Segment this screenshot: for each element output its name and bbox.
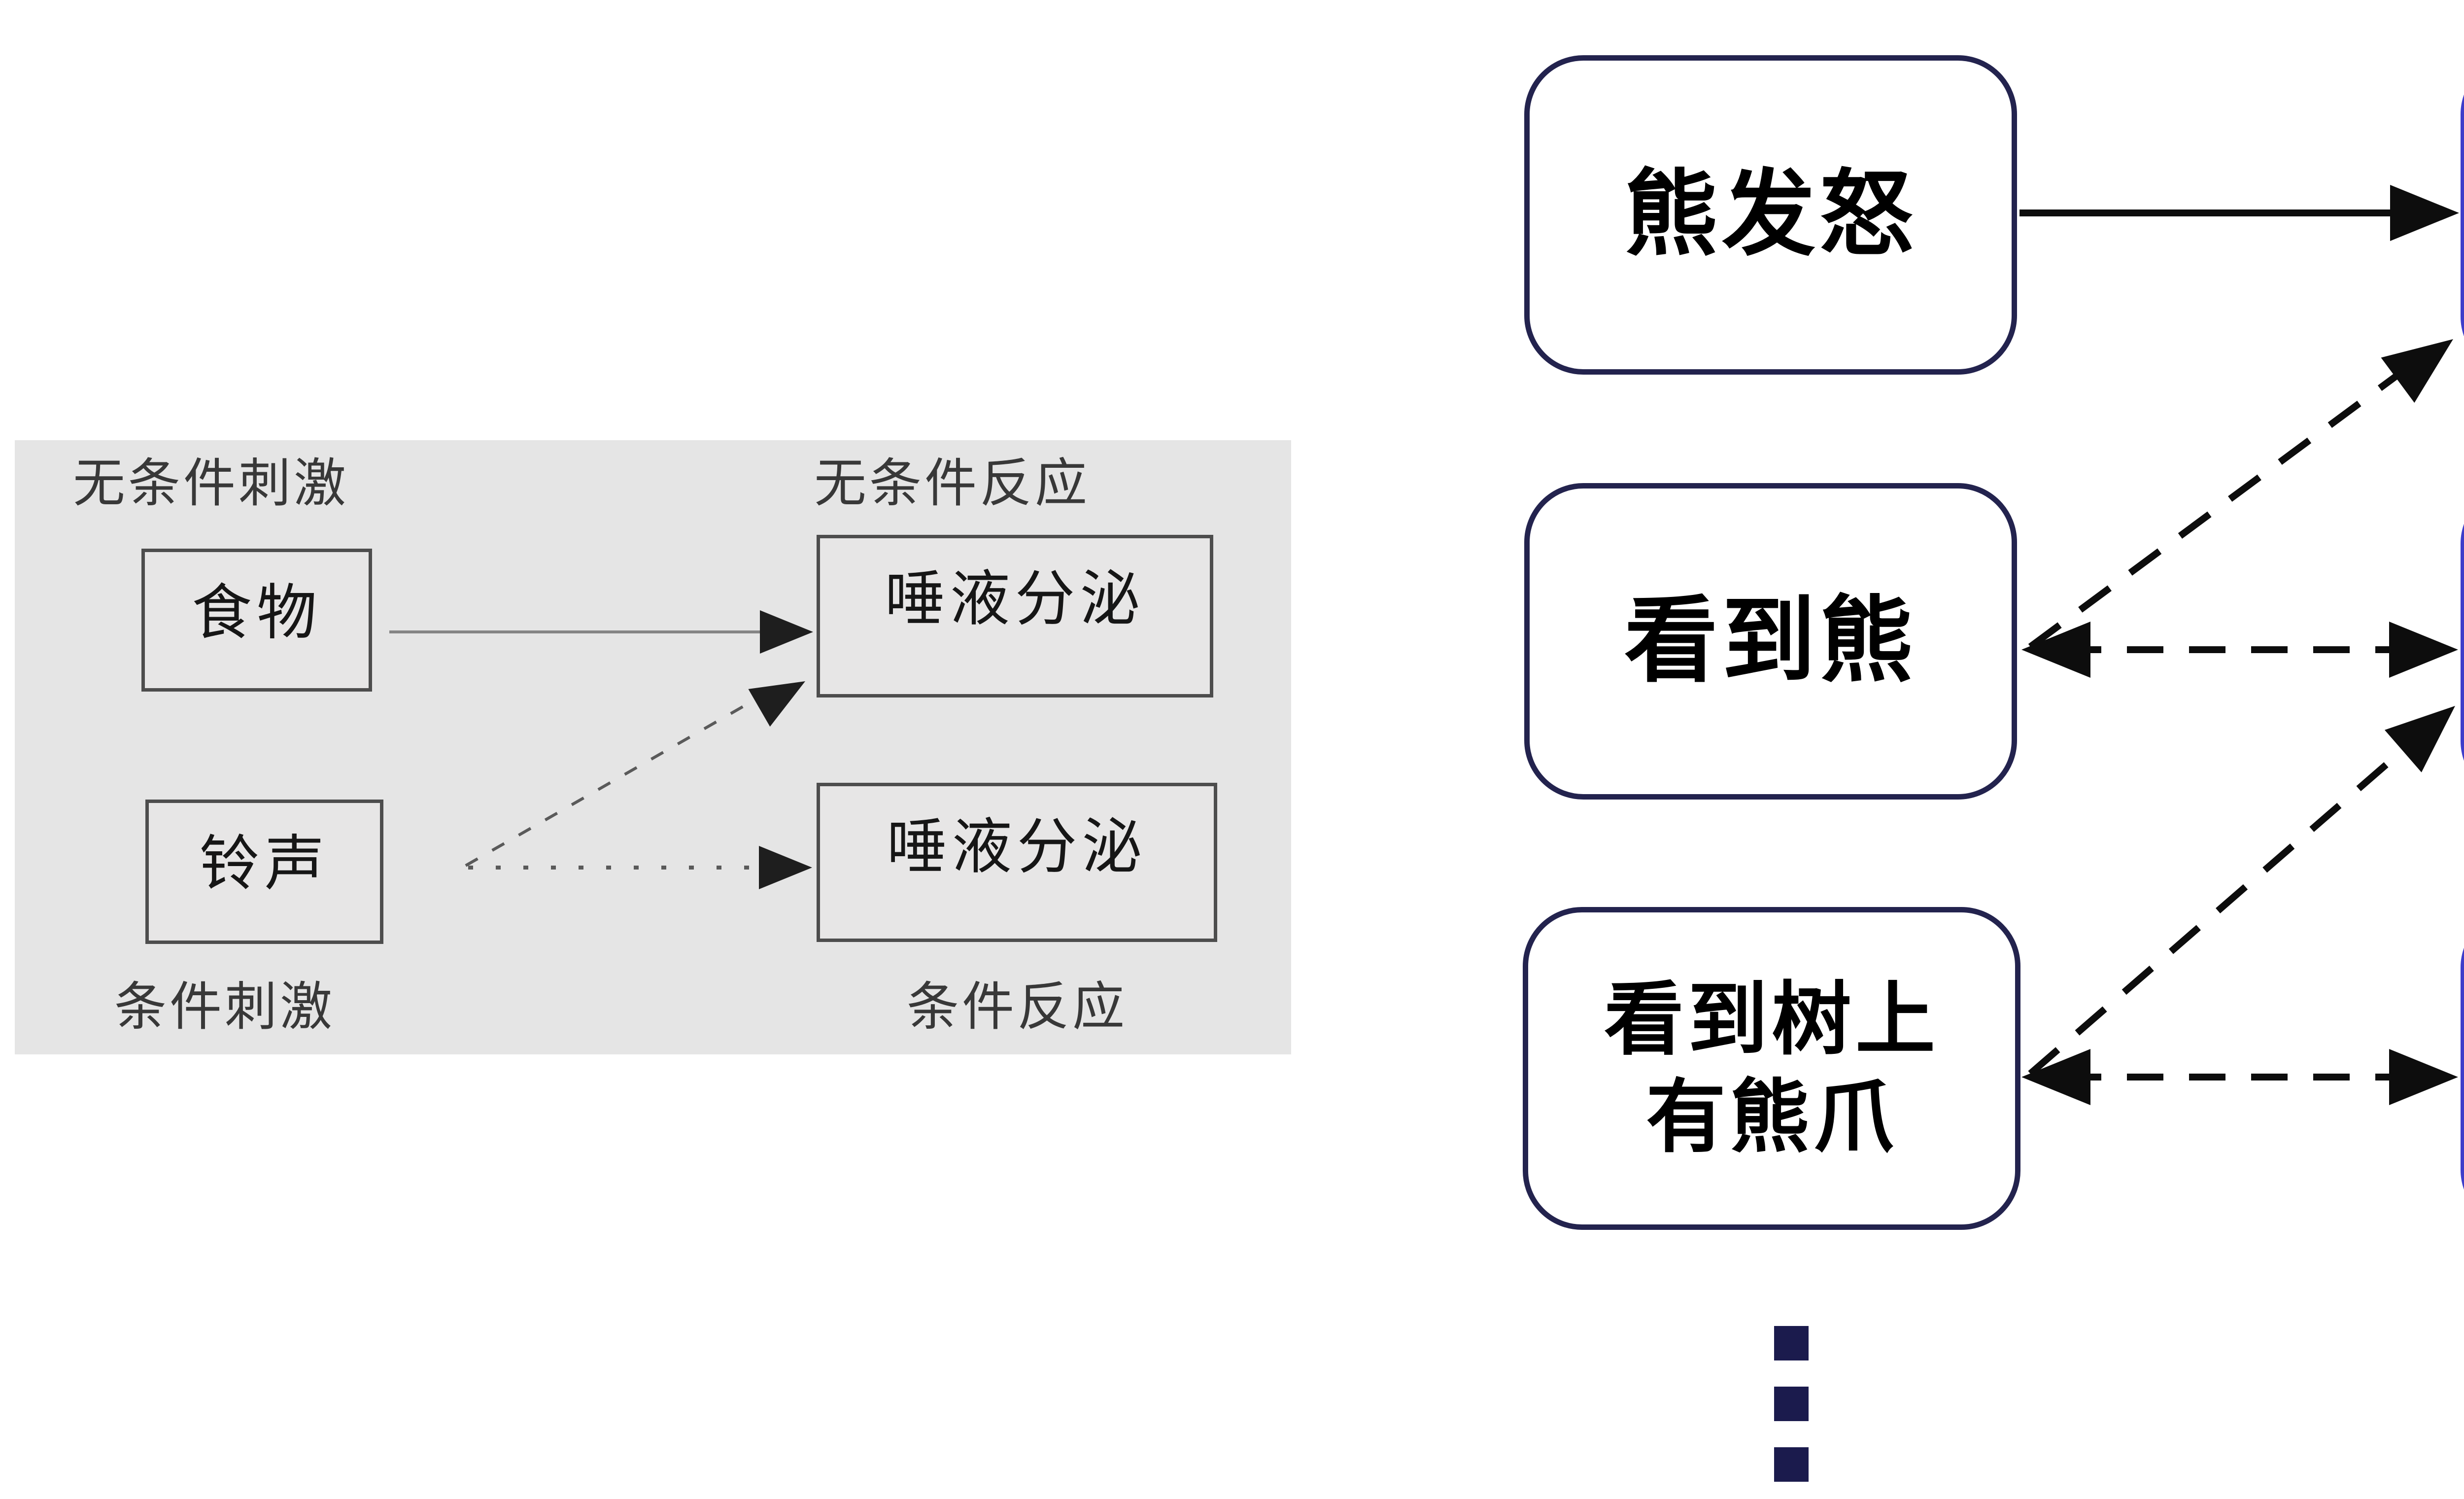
box-food-label: 食物 [192,579,322,646]
node-reward: 奖励 [2461,55,2464,376]
see-claw-value-current-right-arrowhead [2389,1049,2458,1105]
label-unconditioned-stimulus: 无条件刺激 [73,454,349,513]
see-claw-value-current-left-arrowhead [2021,1049,2090,1105]
td-arrows [2019,185,2459,1105]
ellipsis-left [1774,1326,1809,1499]
label-unconditioned-response: 无条件反应 [814,454,1090,513]
node-value-current: V(s) [2461,908,2464,1229]
node-bear-angry-label: 熊发怒 [1624,162,1917,267]
see-claw-to-value-next-dashed-line [2028,740,2413,1077]
box-bell-label: 铃声 [199,830,330,897]
ellipsis-dot [1774,1326,1809,1360]
bear-angry-to-reward-arrowhead [2390,185,2459,241]
box-food: 食物 [141,549,372,692]
node-see-claw: 看到树上 有熊爪 [1523,907,2020,1230]
box-salivation-unconditioned: 唾液分泌 [817,535,1213,697]
node-see-claw-line1: 看到树上 [1604,975,1939,1064]
box-salivation-unconditioned-label: 唾液分泌 [885,565,1145,632]
ellipsis-dot [1774,1447,1809,1482]
ellipsis-dot [1774,1387,1809,1421]
box-bell: 铃声 [145,800,383,944]
node-bear-angry: 熊发怒 [1524,55,2017,375]
box-salivation-conditioned-label: 唾液分泌 [887,813,1147,880]
box-salivation-conditioned: 唾液分泌 [817,783,1217,942]
see-bear-value-next-left-arrowhead [2021,622,2090,678]
see-claw-to-value-next-arrowhead [2384,706,2455,772]
see-bear-to-reward-arrowhead [2381,339,2453,403]
node-see-bear: 看到熊 [1524,483,2017,800]
see-bear-to-reward-dashed-line [2028,364,2411,650]
label-conditioned-stimulus: 条件刺激 [114,978,335,1036]
node-see-bear-label: 看到熊 [1624,589,1917,694]
node-see-claw-line2: 有熊爪 [1646,1072,1897,1162]
see-bear-value-next-right-arrowhead [2389,622,2458,678]
node-value-next: V(s′) [2461,485,2464,800]
label-conditioned-response: 条件反应 [907,978,1128,1036]
pavlov-panel [15,440,1291,1054]
